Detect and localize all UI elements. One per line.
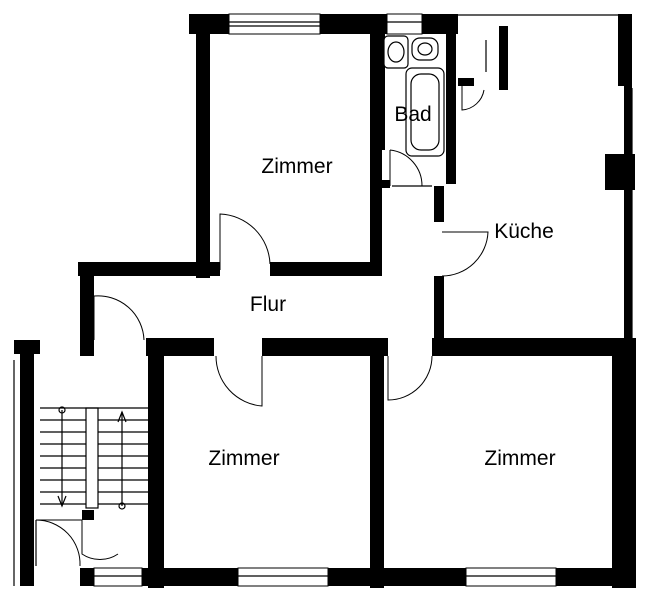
label-bad: Bad	[394, 103, 431, 126]
wall-stair-south	[20, 568, 34, 586]
wall-stair-west	[20, 340, 34, 586]
wall-mid-b	[262, 338, 388, 356]
wall-kitchen-west-bot	[434, 276, 444, 338]
wall-wc-east	[499, 26, 508, 90]
bath-fixtures	[383, 35, 487, 187]
door-bad	[389, 149, 423, 187]
wall-bath-south	[382, 180, 390, 188]
wall-bottom-c	[328, 568, 466, 586]
wall-east-lower	[612, 340, 636, 588]
wall-bath-east	[446, 26, 456, 184]
wall-bottom-a	[80, 568, 94, 586]
doors	[35, 86, 489, 567]
wall-bottom-d	[556, 568, 636, 586]
wall-kitchen-west-top	[434, 186, 444, 222]
wall-east-upper	[618, 14, 632, 86]
wall-flur-west	[80, 262, 94, 356]
room-labels: Zimmer Bad Küche Flur Zimmer Zimmer	[208, 103, 555, 470]
wall-bath-west	[380, 26, 385, 150]
wall-east-mid	[624, 86, 632, 356]
label-zimmer-top: Zimmer	[261, 155, 332, 178]
window-bath	[386, 13, 423, 35]
door-kueche	[441, 231, 489, 277]
label-flur: Flur	[250, 293, 286, 316]
label-zimmer-bottom-right: Zimmer	[484, 447, 555, 470]
wall-wc-south	[458, 78, 474, 86]
window-zimmer-top	[228, 13, 321, 35]
wall-stair-east-bit	[82, 510, 94, 520]
wall-zimmer-top-west	[196, 14, 210, 278]
stair-well	[85, 407, 99, 509]
wall-flur-north	[78, 262, 220, 276]
label-zimmer-bottom-left: Zimmer	[208, 447, 279, 470]
label-kueche: Küche	[494, 220, 554, 243]
staircase	[40, 406, 148, 510]
window-bottom-left	[93, 567, 143, 587]
wall-bottom-center	[370, 338, 384, 588]
door-zimmer-top	[219, 213, 271, 270]
door-flur-entrance	[93, 295, 145, 341]
walls	[14, 14, 636, 588]
wall-zimmer-top-south	[270, 262, 382, 276]
door-zimmer-bottom-left	[215, 355, 263, 407]
door-stairwell	[36, 519, 119, 560]
window-bottom-right	[465, 567, 557, 587]
window-bottom-mid	[237, 567, 329, 587]
windows	[13, 13, 633, 587]
wall-zimmer-top-east	[370, 26, 382, 276]
wall-mid-c	[432, 338, 636, 356]
door-wc	[461, 86, 485, 111]
wall-bottom-west	[148, 338, 164, 588]
wall-bottom-b	[142, 568, 238, 586]
door-zimmer-bottom-right	[387, 355, 433, 401]
